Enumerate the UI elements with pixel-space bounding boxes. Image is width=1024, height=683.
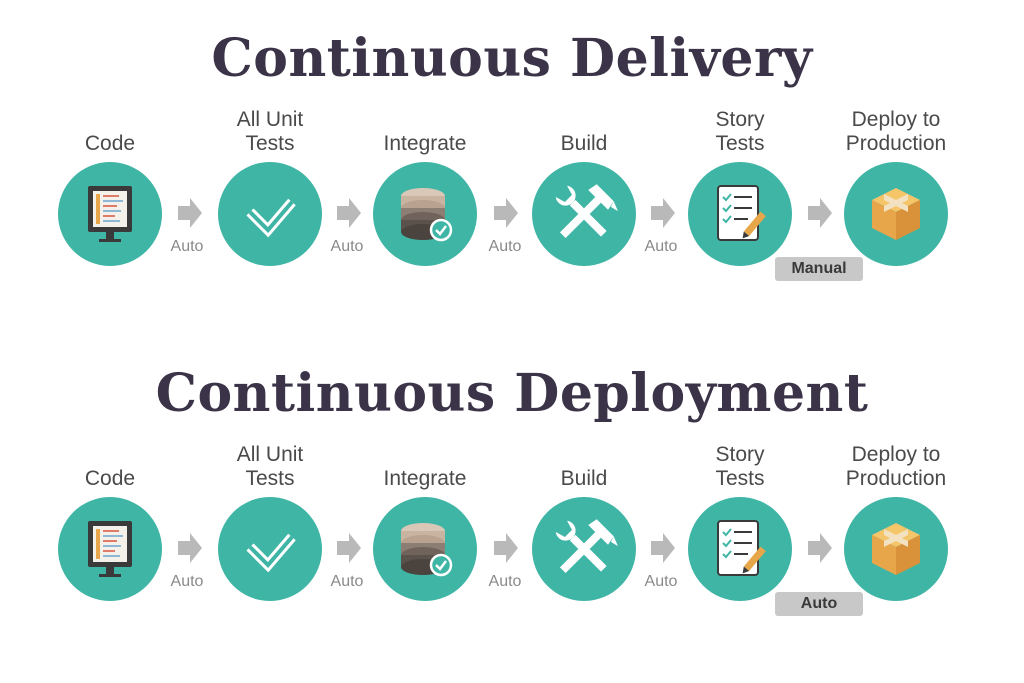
deployment-pipeline: Code All Unit Tests Integrate Build Sto bbox=[0, 435, 1024, 635]
stage-label: Build bbox=[560, 467, 608, 490]
stage-label: Integrate bbox=[383, 467, 467, 490]
arrow-right-icon bbox=[178, 198, 202, 228]
stage-label: Integrate bbox=[383, 132, 467, 155]
arrow-right-icon bbox=[651, 533, 675, 563]
arrow-right-icon bbox=[651, 198, 675, 228]
checkmark-icon bbox=[218, 162, 322, 266]
checklist-icon bbox=[688, 162, 792, 266]
stage-5: Story Tests bbox=[660, 435, 820, 635]
final-gate-badge: Auto bbox=[775, 592, 863, 616]
delivery-pipeline: Code All Unit Tests Integrate Build Sto bbox=[0, 100, 1024, 300]
transition-label: Auto bbox=[644, 238, 678, 255]
arrow-right-icon bbox=[494, 533, 518, 563]
stage-3: Integrate bbox=[345, 435, 505, 635]
stage-label: Story Tests bbox=[715, 443, 765, 490]
arrow-right-icon bbox=[494, 198, 518, 228]
delivery-title: Continuous Delivery bbox=[211, 28, 813, 89]
transition-label: Auto bbox=[170, 238, 204, 255]
stage-label: Code bbox=[84, 467, 136, 490]
stage-5: Story Tests bbox=[660, 100, 820, 300]
package-icon bbox=[844, 497, 948, 601]
stage-label: All Unit Tests bbox=[236, 108, 304, 155]
stage-label: Build bbox=[560, 132, 608, 155]
stage-6: Deploy to Production bbox=[816, 435, 976, 635]
package-icon bbox=[844, 162, 948, 266]
transition-label: Auto bbox=[488, 573, 522, 590]
stage-label: Story Tests bbox=[715, 108, 765, 155]
code-monitor-icon bbox=[58, 497, 162, 601]
stage-label: Code bbox=[84, 132, 136, 155]
stage-3: Integrate bbox=[345, 100, 505, 300]
transition-label: Auto bbox=[488, 238, 522, 255]
transition-label: Auto bbox=[330, 238, 364, 255]
arrow-right-icon bbox=[808, 533, 832, 563]
checkmark-icon bbox=[218, 497, 322, 601]
arrow-right-icon bbox=[337, 533, 361, 563]
transition-label: Auto bbox=[170, 573, 204, 590]
code-monitor-icon bbox=[58, 162, 162, 266]
tools-icon bbox=[532, 162, 636, 266]
database-check-icon bbox=[373, 162, 477, 266]
database-check-icon bbox=[373, 497, 477, 601]
arrow-right-icon bbox=[337, 198, 361, 228]
stage-6: Deploy to Production bbox=[816, 100, 976, 300]
stage-1: Code bbox=[30, 100, 190, 300]
stage-4: Build bbox=[504, 100, 664, 300]
checklist-icon bbox=[688, 497, 792, 601]
stage-4: Build bbox=[504, 435, 664, 635]
tools-icon bbox=[532, 497, 636, 601]
stage-2: All Unit Tests bbox=[190, 100, 350, 300]
stage-label: Deploy to Production bbox=[845, 443, 947, 490]
stage-label: Deploy to Production bbox=[845, 108, 947, 155]
stage-2: All Unit Tests bbox=[190, 435, 350, 635]
stage-label: All Unit Tests bbox=[236, 443, 304, 490]
arrow-right-icon bbox=[178, 533, 202, 563]
arrow-right-icon bbox=[808, 198, 832, 228]
transition-label: Auto bbox=[330, 573, 364, 590]
stage-1: Code bbox=[30, 435, 190, 635]
transition-label: Auto bbox=[644, 573, 678, 590]
deployment-title: Continuous Deployment bbox=[155, 363, 869, 424]
final-gate-badge: Manual bbox=[775, 257, 863, 281]
